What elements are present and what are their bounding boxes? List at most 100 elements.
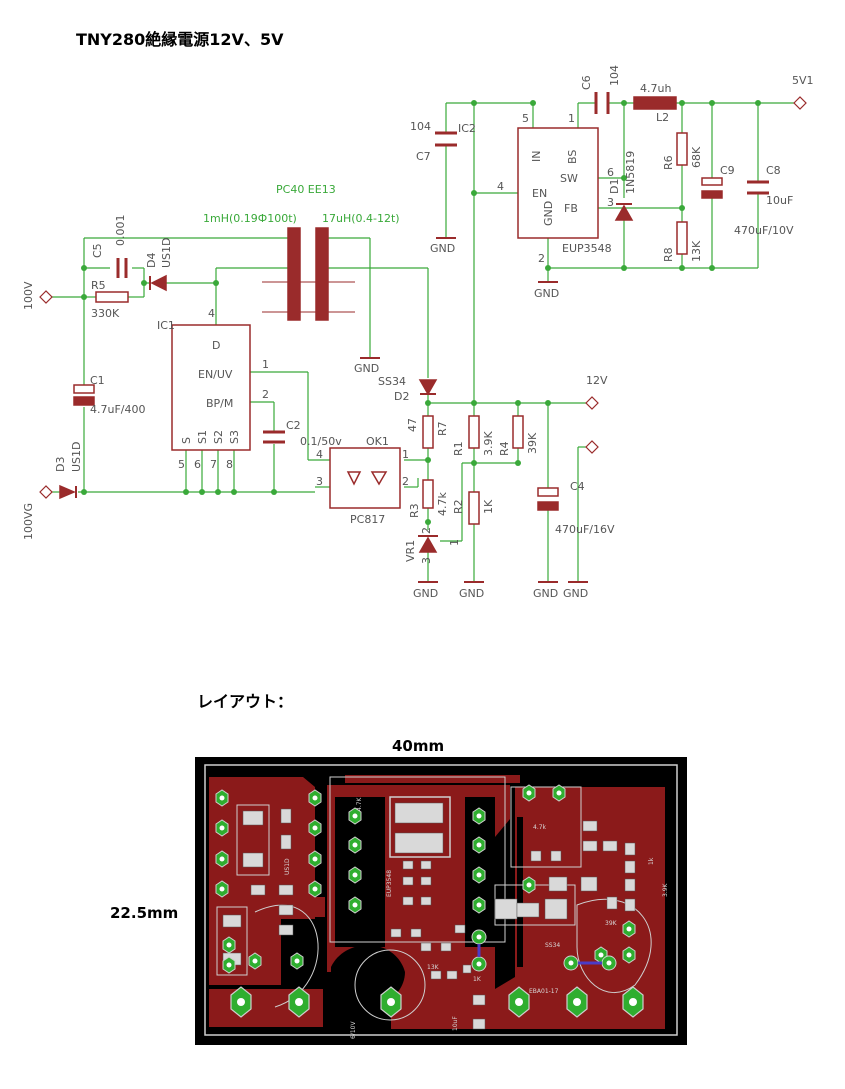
ic1-pin-s3: S3	[228, 430, 241, 444]
ic1-pin-s: S	[180, 437, 193, 444]
silk-ic-ad: EBA01-17	[529, 988, 559, 995]
ok1-n3: 3	[316, 475, 323, 488]
transformer-core-right	[315, 227, 329, 321]
resistor-r7	[422, 415, 434, 449]
c2-value: 0.1/50v	[300, 435, 342, 448]
silk-us1d: US1D	[284, 858, 291, 875]
ic2-body	[517, 127, 599, 239]
r7-value: 47	[406, 418, 419, 432]
smd-pads	[222, 802, 636, 1030]
c1-value: 4.7uF/400	[90, 403, 146, 416]
r7-label: R7	[436, 421, 449, 436]
d2-label: D2	[394, 390, 409, 403]
ic1-pin-s2: S2	[212, 430, 225, 444]
capacitor-c9	[701, 177, 723, 186]
resistor-r8	[676, 221, 688, 255]
c5-value: 0.001	[114, 215, 127, 247]
optocoupler-ok1	[329, 447, 401, 509]
transformer-primary: 1mH(0.19Ф100t)	[203, 212, 297, 225]
d1-label: D1	[608, 179, 621, 194]
regulator-vr1	[418, 536, 438, 553]
gnd-label-tr: GND	[354, 362, 379, 375]
pcb-width-label: 40mm	[392, 737, 445, 755]
silk-r-1k: 1k	[648, 857, 655, 865]
r3-label: R3	[408, 503, 421, 518]
silk-ss34: SS34	[545, 942, 560, 949]
ic2-pin-sw: SW	[560, 172, 578, 185]
l2-label: L2	[656, 111, 669, 124]
d3-label: D3	[54, 457, 67, 472]
r8-value: 13K	[690, 240, 703, 262]
ok1-label: OK1	[366, 435, 389, 448]
inductor-l2	[633, 96, 677, 110]
r1-value: 3.9K	[482, 431, 495, 456]
silk-c-10v: 6/10V	[350, 1021, 357, 1039]
r5-label: R5	[91, 279, 106, 292]
silkscreen	[216, 776, 582, 1021]
r2-label: R2	[452, 499, 465, 514]
gnd-label-c4b: GND	[563, 587, 588, 600]
d1-value: 1N5819	[624, 151, 637, 194]
r3-value: 4.7k	[436, 492, 449, 516]
ic2-n6: 6	[607, 166, 614, 179]
ic2-n2: 2	[538, 252, 545, 265]
c9-value: 470uF/10V	[734, 224, 794, 237]
schematic-wires	[46, 102, 800, 582]
d3-value: US1D	[70, 441, 83, 472]
ic2-n1: 1	[568, 112, 575, 125]
ic1-n7: 7	[210, 458, 217, 471]
ic1-n2: 2	[262, 388, 269, 401]
out5-label: 5V1	[792, 74, 814, 87]
ic2-label: IC2	[458, 122, 476, 135]
ic2-pin-bs: BS	[566, 150, 579, 164]
c2-label: C2	[286, 419, 301, 432]
ic2-n4: 4	[497, 180, 504, 193]
c7-value: 104	[410, 120, 431, 133]
ok1-value: PC817	[350, 513, 385, 526]
ic1-pin-en: EN/UV	[198, 368, 233, 381]
ic2-value: EUP3548	[562, 242, 612, 255]
d2-value: SS34	[378, 375, 406, 388]
ic2-pin-in: IN	[530, 151, 543, 162]
silk-r-13k: 13K	[427, 964, 440, 971]
d4-label: D4	[145, 253, 158, 268]
ic1-n1: 1	[262, 358, 269, 371]
transformer-secondary: 17uH(0.4-12t)	[322, 212, 400, 225]
gnd-label-r2: GND	[459, 587, 484, 600]
vr1-n1: 1	[448, 539, 461, 546]
ic2-n3: 3	[607, 196, 614, 209]
ic1-pin-s1: S1	[196, 430, 209, 444]
vin-gnd-label: 100VG	[22, 503, 35, 540]
ic1-pin-d: D	[212, 339, 220, 352]
silk-r-1k2: 1K	[473, 976, 482, 983]
gnd-label-vr1: GND	[413, 587, 438, 600]
c5-label: C5	[91, 243, 104, 258]
resistor-r6	[676, 132, 688, 166]
diode-d3	[59, 484, 76, 500]
ic1-label: IC1	[157, 319, 175, 332]
page-title: TNY280絶縁電源12V、5V	[76, 30, 284, 49]
r6-value: 68K	[690, 146, 703, 168]
l2-value: 4.7uh	[640, 82, 671, 95]
resistor-r3	[422, 479, 434, 509]
silk-r-3-9k: 3.9K	[662, 882, 669, 897]
c9-label: C9	[720, 164, 735, 177]
gnd-label-ic2: GND	[534, 287, 559, 300]
diode-d4	[150, 274, 167, 292]
ic1-n8: 8	[226, 458, 233, 471]
silk-r-39k: 39K	[605, 920, 618, 927]
silk-c-10uf: 10uF	[452, 1016, 459, 1031]
ic2-pin-gnd: GND	[542, 201, 555, 226]
c4-label: C4	[570, 480, 585, 493]
layout-title: レイアウト：	[197, 692, 294, 711]
r4-value: 39K	[526, 432, 539, 454]
pcb-layout: 4.7k EUP3548 4.7K US1D 13K SS34 1k 3.9K …	[195, 757, 687, 1045]
ok1-n1: 1	[402, 448, 409, 461]
transformer-name: PC40 EE13	[276, 183, 336, 196]
resistor-r2	[468, 491, 480, 525]
ic2-pin-en: EN	[532, 187, 547, 200]
c6-value: 104	[608, 65, 621, 86]
c8-value: 10uF	[766, 194, 793, 207]
c7-label: C7	[416, 150, 431, 163]
ic1-n5: 5	[178, 458, 185, 471]
